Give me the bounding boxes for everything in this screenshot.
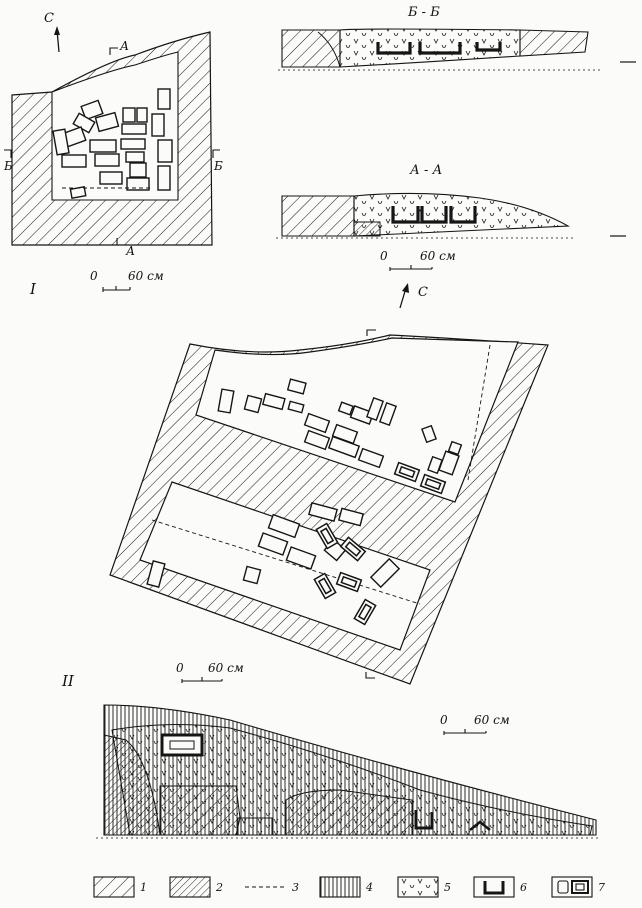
legend-label-2: 2	[216, 881, 223, 894]
plan-two-scale-bar	[181, 677, 223, 683]
plan-two	[109, 329, 549, 685]
plan-one-marker-b-right	[212, 149, 220, 158]
section-aa-fill	[353, 192, 570, 237]
section-aa-north-label: С	[418, 285, 428, 300]
plan-two-marker-top	[366, 329, 376, 336]
long-section-u-profile	[414, 810, 434, 830]
long-section-bird-mark	[469, 820, 491, 831]
plan-two-dashed-line-lower	[151, 519, 421, 605]
section-bb-fill	[339, 28, 521, 68]
legend-swatch-1	[93, 876, 135, 898]
plan-two-roman-label: II	[62, 672, 74, 690]
section-bb-hatched-right	[519, 29, 589, 57]
section-aa-hatched	[281, 195, 355, 237]
plan-one-roman-label: I	[30, 280, 36, 298]
section-aa-scale-zero: 0	[380, 249, 388, 263]
plan-one	[4, 26, 220, 292]
section-bb-title: Б - Б	[408, 5, 440, 20]
section-bb-u-profiles	[376, 42, 502, 55]
plan-one-label-a-top: А	[120, 39, 130, 53]
plan-one-scale-label: 60 см	[128, 269, 164, 283]
plan-two-scale-label: 60 см	[208, 661, 244, 675]
section-bb-curve	[317, 31, 341, 68]
legend-label-6: 6	[520, 881, 527, 894]
section-bb-hatched-left	[281, 29, 341, 68]
legend-swatch-5	[397, 876, 439, 898]
plan-one-scale-bar	[102, 286, 131, 292]
section-aa-u-profiles	[391, 206, 477, 224]
long-section-scale-zero: 0	[440, 713, 448, 727]
long-section-scale-label: 60 см	[474, 713, 510, 727]
section-aa	[276, 192, 626, 309]
long-section	[96, 704, 600, 839]
section-bb	[278, 28, 636, 71]
long-section-mid-hatch	[159, 785, 241, 836]
plan-two-lower-chamber	[139, 481, 431, 651]
legend-label-7: 7	[598, 881, 605, 894]
legend-label-3: 3	[292, 881, 299, 894]
plan-two-marker-bottom	[365, 672, 375, 679]
section-aa-small-hatch	[353, 221, 381, 237]
legend-swatch-7	[551, 876, 593, 898]
plan-one-marker-a-top	[109, 47, 118, 55]
plan-one-scale-zero: 0	[90, 269, 98, 283]
plan-one-label-b-left: Б	[4, 159, 13, 173]
long-section-vertical-block	[237, 817, 273, 836]
section-aa-scale-label: 60 см	[420, 249, 456, 263]
plan-two-dashed-line-upper	[467, 344, 491, 481]
plan-one-label-a-bottom: А	[126, 244, 136, 258]
plan-one-marker-b-left	[4, 149, 12, 158]
plan-one-north-label: С	[44, 11, 54, 26]
plan-one-label-b-right: Б	[214, 159, 223, 173]
legend-swatch-4	[319, 876, 361, 898]
plan-two-scale-zero: 0	[176, 661, 184, 675]
legend-label-4: 4	[366, 881, 373, 894]
plan-two-framed-boxes	[313, 461, 447, 626]
long-section-lower-hatch	[285, 789, 413, 836]
plan-one-marker-a-bottom	[116, 238, 125, 246]
long-section-scale-bar	[443, 729, 487, 735]
legend-swatch-6	[473, 876, 515, 898]
legend-label-5: 5	[444, 881, 451, 894]
legend-swatch-2	[169, 876, 211, 898]
plan-one-bricks	[52, 88, 173, 199]
section-aa-scale-bar	[389, 265, 433, 271]
legend-label-1: 1	[140, 881, 147, 894]
legend-swatches	[93, 876, 593, 898]
section-aa-title: А - А	[410, 163, 443, 178]
long-section-box	[160, 733, 204, 757]
